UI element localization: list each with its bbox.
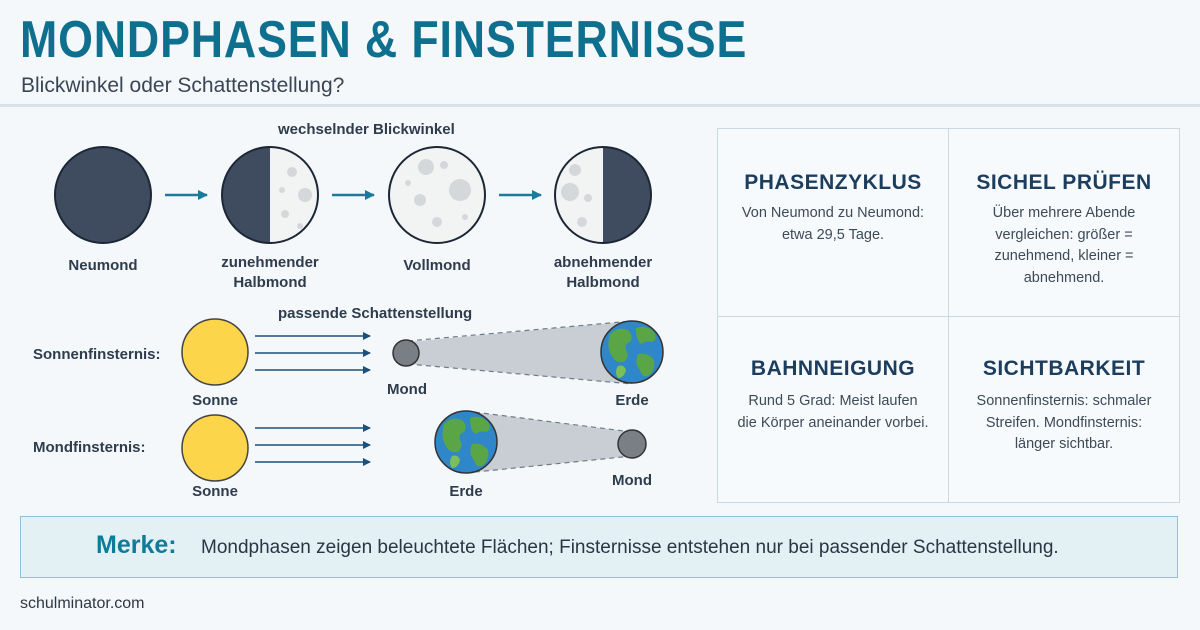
info-card-sichel-pruefen: SICHEL PRÜFEN Über mehrere Abende vergle… xyxy=(949,129,1179,315)
sunlight-rays xyxy=(255,424,371,466)
card-text-line: Sonnenfinsternis: schmaler xyxy=(976,393,1152,409)
card-text-line: Rund 5 Grad: Meist laufen xyxy=(748,393,918,409)
card-text-line: Streifen. Mondfinsternis: xyxy=(985,414,1143,431)
grid-divider xyxy=(718,316,1179,317)
sunlight-rays xyxy=(255,332,371,374)
sun-label: Sonne xyxy=(192,483,238,500)
full-moon-icon xyxy=(388,146,486,244)
card-text-line: Von Neumond zu Neumond: xyxy=(741,205,925,221)
page-subtitle: Blickwinkel oder Schattenstellung? xyxy=(21,74,345,97)
grid-divider xyxy=(948,129,949,502)
card-text-line: länger sichtbar. xyxy=(1014,436,1114,452)
earth-label: Erde xyxy=(615,392,649,409)
phases-caption: wechselnder Blickwinkel xyxy=(278,121,455,138)
card-text-line: die Körper aneinander vorbei. xyxy=(737,414,929,431)
moon-shadow-cone xyxy=(408,321,632,384)
card-title: SICHTBARKEIT xyxy=(982,357,1146,380)
eclipse-caption: passende Schattenstellung xyxy=(278,305,473,322)
phase-label: Vollmond xyxy=(403,257,471,274)
phase-label: zunehmender Halbmond xyxy=(221,254,319,291)
solar-eclipse-label: Sonnenfinsternis: xyxy=(33,346,161,363)
merke-box: Merke: Mondphasen zeigen beleuchtete Flä… xyxy=(20,516,1178,578)
phase-label: Neumond xyxy=(68,257,138,274)
card-title: PHASENZYKLUS xyxy=(744,171,922,194)
card-title: BAHNNEIGUNG xyxy=(750,357,916,380)
sun-icon xyxy=(181,414,249,482)
page-title: MONDPHASEN & FINSTERNISSE xyxy=(20,11,748,69)
card-text-line: etwa 29,5 Tage. xyxy=(781,226,885,243)
earth-icon xyxy=(434,410,498,474)
moon-label: Mond xyxy=(387,381,427,398)
card-text-line: vergleichen: größer = xyxy=(995,226,1133,243)
card-text-line: zunehmend, kleiner = xyxy=(994,248,1134,264)
info-card-phasenzyklus: PHASENZYKLUS Von Neumond zu Neumond: etw… xyxy=(718,129,948,315)
earth-shadow-cone xyxy=(466,411,632,473)
header-divider xyxy=(0,104,1200,107)
new-moon-icon xyxy=(54,146,152,244)
lunar-eclipse-label: Mondfinsternis: xyxy=(33,439,146,456)
waning-half-moon-icon xyxy=(554,146,652,244)
earth-icon xyxy=(600,320,664,384)
card-text-line: Über mehrere Abende xyxy=(992,205,1136,221)
moon-label: Mond xyxy=(612,472,652,489)
card-title: SICHEL PRÜFEN xyxy=(976,171,1152,194)
card-text-line: abnehmend. xyxy=(1023,269,1105,286)
merke-label: Merke: xyxy=(96,531,177,559)
moon-icon xyxy=(392,339,420,367)
footer-brand: schulminator.com xyxy=(20,595,145,612)
merke-text: Mondphasen zeigen beleuchtete Flächen; F… xyxy=(201,537,1059,558)
earth-label: Erde xyxy=(449,483,483,500)
phase-label: abnehmender Halbmond xyxy=(553,254,653,291)
info-grid: PHASENZYKLUS Von Neumond zu Neumond: etw… xyxy=(717,128,1180,503)
sun-icon xyxy=(181,318,249,386)
moon-icon xyxy=(617,429,647,459)
waxing-half-moon-icon xyxy=(221,146,319,244)
moon-diagram xyxy=(54,146,664,482)
info-card-bahnneigung: BAHNNEIGUNG Rund 5 Grad: Meist laufen di… xyxy=(718,317,948,503)
sun-label: Sonne xyxy=(192,392,238,409)
info-card-sichtbarkeit: SICHTBARKEIT Sonnenfinsternis: schmaler … xyxy=(949,317,1179,503)
